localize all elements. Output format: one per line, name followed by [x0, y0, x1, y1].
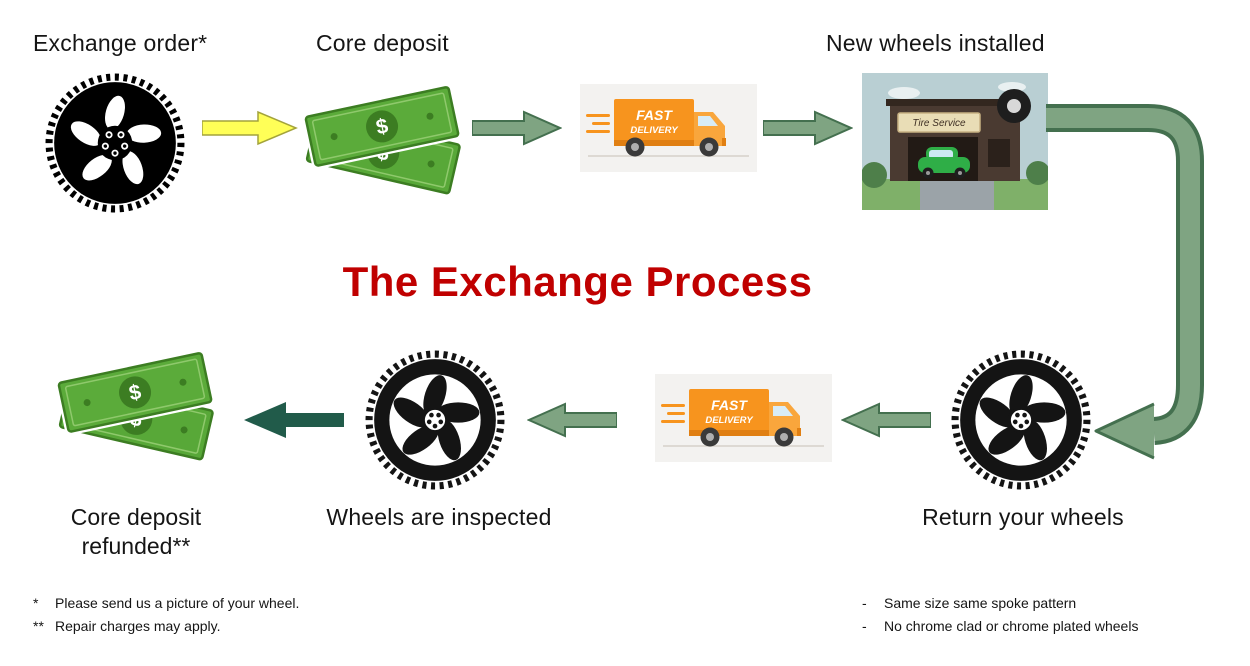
shop-icon-tire-service: Tire Service: [862, 73, 1048, 210]
requirement-2-bullet: -: [862, 618, 867, 634]
truck-text-delivery: DELIVERY: [705, 415, 754, 426]
label-new-wheels-installed: New wheels installed: [826, 30, 1045, 56]
dollar-sign: $: [374, 114, 391, 139]
label-exchange-order: Exchange order*: [33, 30, 208, 56]
truck-text-fast: FAST: [711, 397, 748, 413]
footnote-1-text: Please send us a picture of your wheel.: [55, 595, 300, 611]
wheel-icon-exchange-order: [45, 73, 185, 213]
speed-lines: [661, 404, 685, 423]
label-wheels-inspected: Wheels are inspected: [326, 504, 552, 530]
requirement-2-text: No chrome clad or chrome plated wheels: [884, 618, 1139, 634]
requirement-2: - No chrome clad or chrome plated wheels: [862, 618, 1138, 634]
truck-text-fast: FAST: [636, 107, 673, 123]
label-return-your-wheels: Return your wheels: [922, 504, 1124, 530]
label-core-deposit-refunded: Core deposit refunded**: [28, 503, 244, 561]
label-core-deposit: Core deposit: [316, 30, 449, 56]
dollar-sign: $: [127, 380, 144, 405]
arrow-left-dark-icon: [244, 402, 344, 438]
footnote-2-text: Repair charges may apply.: [55, 618, 221, 634]
arrow-right-icon-1: [472, 110, 562, 146]
arrow-left-icon-1: [841, 402, 931, 438]
arrow-right-yellow-icon: [202, 110, 298, 146]
truck-text-delivery: DELIVERY: [630, 125, 679, 136]
arrow-left-icon-2: [527, 402, 617, 438]
refund-label-line1: Core deposit: [70, 504, 202, 530]
arrow-curved-down-icon: [1046, 104, 1204, 460]
footnote-1-marker: *: [33, 595, 39, 611]
page-title: The Exchange Process: [342, 258, 813, 305]
truck-icon-delivery-out: FAST DELIVERY: [580, 84, 757, 172]
requirement-1-bullet: -: [862, 595, 867, 611]
shop-sign-text: Tire Service: [912, 118, 966, 129]
wheel-icon-inspected: [365, 350, 505, 490]
requirement-1: - Same size same spoke pattern: [862, 595, 1076, 611]
refund-label-line2: refunded**: [81, 533, 191, 559]
truck-icon-delivery-return: FAST DELIVERY: [655, 374, 832, 462]
requirement-1-text: Same size same spoke pattern: [884, 595, 1077, 611]
car-in-garage: [918, 147, 970, 179]
money-icon-core-deposit: $ $: [302, 83, 462, 195]
footnote-2: ** Repair charges may apply.: [33, 618, 220, 634]
speed-lines: [586, 114, 610, 133]
wheel-icon-return: [951, 350, 1091, 490]
arrow-right-icon-2: [763, 110, 853, 146]
money-icon-refund: $ $: [55, 349, 215, 461]
footnote-1: * Please send us a picture of your wheel…: [33, 595, 299, 611]
footnote-2-marker: **: [33, 618, 44, 634]
